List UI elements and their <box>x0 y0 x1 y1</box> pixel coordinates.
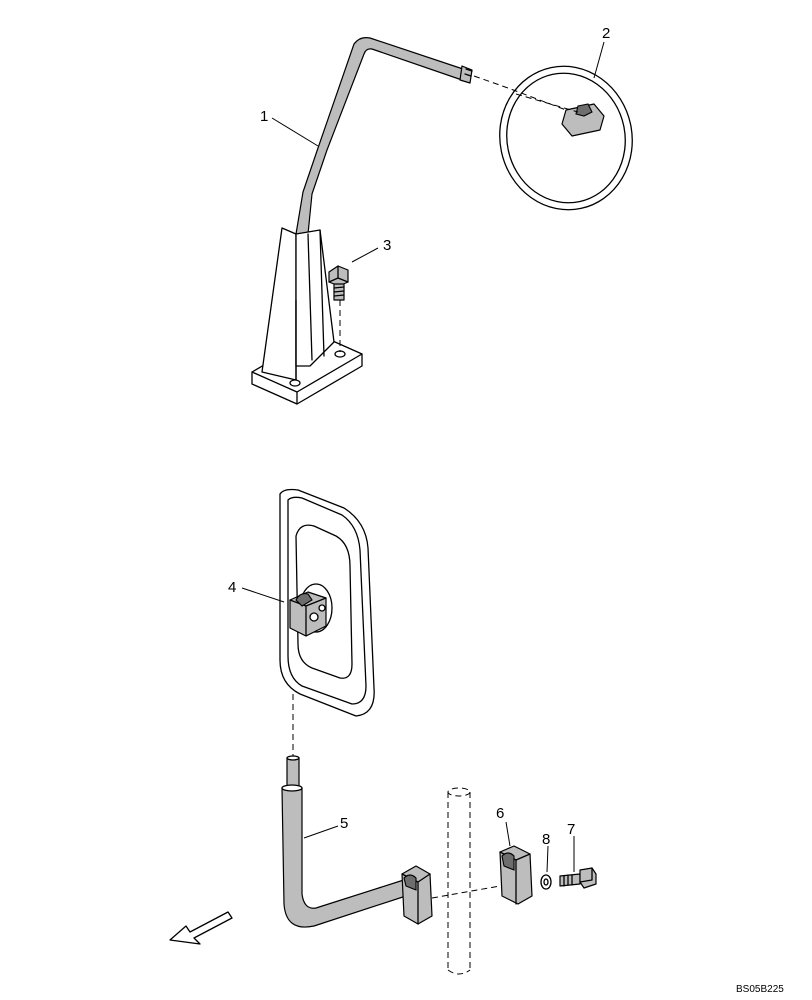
callout-1: 1 <box>260 108 268 125</box>
leader-1 <box>271 117 319 147</box>
leader-8 <box>546 845 549 873</box>
mirror-arm-part-1 <box>295 37 473 235</box>
washer-part-8 <box>540 874 552 890</box>
callout-2: 2 <box>602 25 610 42</box>
direction-arrow <box>169 911 233 945</box>
leader-6 <box>505 821 511 847</box>
leader-4 <box>241 587 285 603</box>
bolt-part-3 <box>328 265 349 352</box>
drawing-code: BS05B225 <box>736 984 784 995</box>
vertical-post-phantom <box>447 787 471 975</box>
callout-5: 5 <box>340 815 348 832</box>
callout-8: 8 <box>542 831 550 848</box>
rectangular-mirror-part-4 <box>279 488 375 717</box>
bolt-part-7 <box>559 867 597 889</box>
mirror-bracket-base <box>251 227 363 405</box>
callout-7: 7 <box>567 821 575 838</box>
clamp-half-on-arm <box>401 865 433 925</box>
leader-2 <box>593 41 605 79</box>
round-mirror-part-2 <box>473 65 633 211</box>
mirror-arm-part-5 <box>281 694 413 928</box>
callout-3: 3 <box>383 237 391 254</box>
leader-3 <box>351 247 379 263</box>
clamp-part-6 <box>431 845 533 905</box>
callout-6: 6 <box>496 805 504 822</box>
callout-4: 4 <box>228 579 236 596</box>
leader-5 <box>303 825 339 839</box>
